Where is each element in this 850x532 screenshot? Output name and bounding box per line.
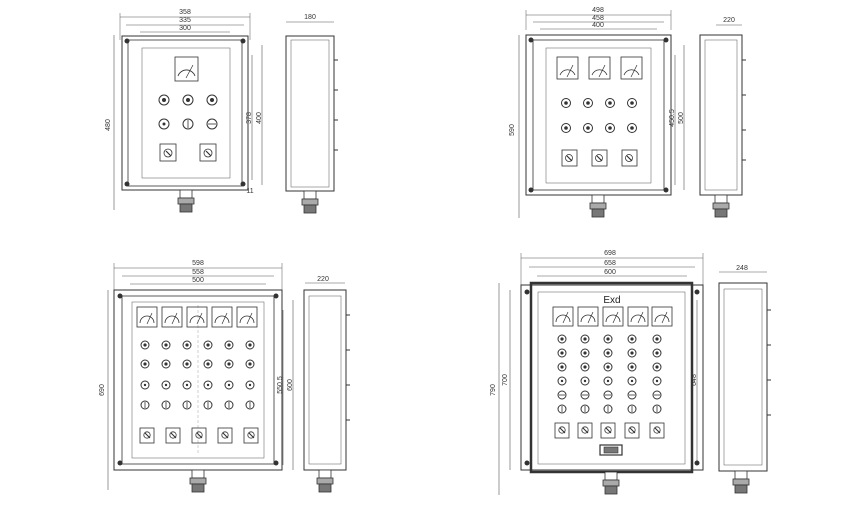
panel-1-dims: 358 335 300 480 378 400 11 180 [105,9,334,210]
panel-3-front [113,289,283,493]
panel-1-inner-h1: 378 [246,112,253,124]
panel-3-outer-width: 598 [192,260,204,267]
panel-4-depth: 248 [736,265,748,272]
panel-2: 498 458 400 590 450.5 500 220 [509,7,746,218]
panel-2-front [525,34,672,218]
panel-1-front [121,35,249,213]
panel-3-inner-h1: 550.5 [277,376,284,394]
panel-3-height: 690 [99,384,106,396]
panel-3-inner-h2: 600 [287,379,294,391]
panel-2-inner-width: 400 [592,22,604,29]
panel-1-inner-h2: 400 [256,112,263,124]
panel-4-inner-width: 600 [604,269,616,276]
panel-3: 598 558 500 690 550.5 600 220 [99,260,350,493]
panel-4-height: 790 [490,384,497,396]
panel-1: 358 335 300 480 378 400 11 180 [105,9,338,214]
panel-2-outer-width: 498 [592,7,604,14]
panel-1-outer-width: 358 [179,9,191,16]
panel-4-inner-h1: 700 [502,374,509,386]
panel-2-height: 590 [509,124,516,136]
panel-2-inner-h2: 500 [678,112,685,124]
panel-1-height: 480 [105,119,112,131]
panel-4: 698 658 600 790 700 648 248 Exd [490,250,771,495]
panel-1-side [285,35,338,214]
panel-2-inner-h1: 450.5 [669,109,676,127]
panel-2-mid-width: 458 [592,15,604,22]
panel-1-inner-width: 300 [179,25,191,32]
panel-4-front: Exd [520,281,704,495]
panel-3-dims: 598 558 500 690 550.5 600 220 [99,260,345,490]
panel-3-side [303,289,350,493]
panel-3-mid-width: 558 [192,269,204,276]
panel-3-depth: 220 [317,276,329,283]
panel-1-depth: 180 [304,14,316,21]
panel-4-inner-h2: 648 [691,374,698,386]
panel-4-dims: 698 658 600 790 700 648 248 [490,250,767,495]
panel-4-label: Exd [603,295,620,306]
panel-3-inner-width: 500 [192,277,204,284]
panel-4-side [718,282,771,494]
panel-4-mid-width: 658 [604,260,616,267]
panel-2-dims: 498 458 400 590 450.5 500 220 [509,7,742,218]
panel-1-flange-dim: 11 [246,188,253,195]
panel-4-outer-width: 698 [604,250,616,257]
panel-2-side [699,34,746,218]
panel-1-mid-width: 335 [179,17,191,24]
panel-2-depth: 220 [723,17,735,24]
